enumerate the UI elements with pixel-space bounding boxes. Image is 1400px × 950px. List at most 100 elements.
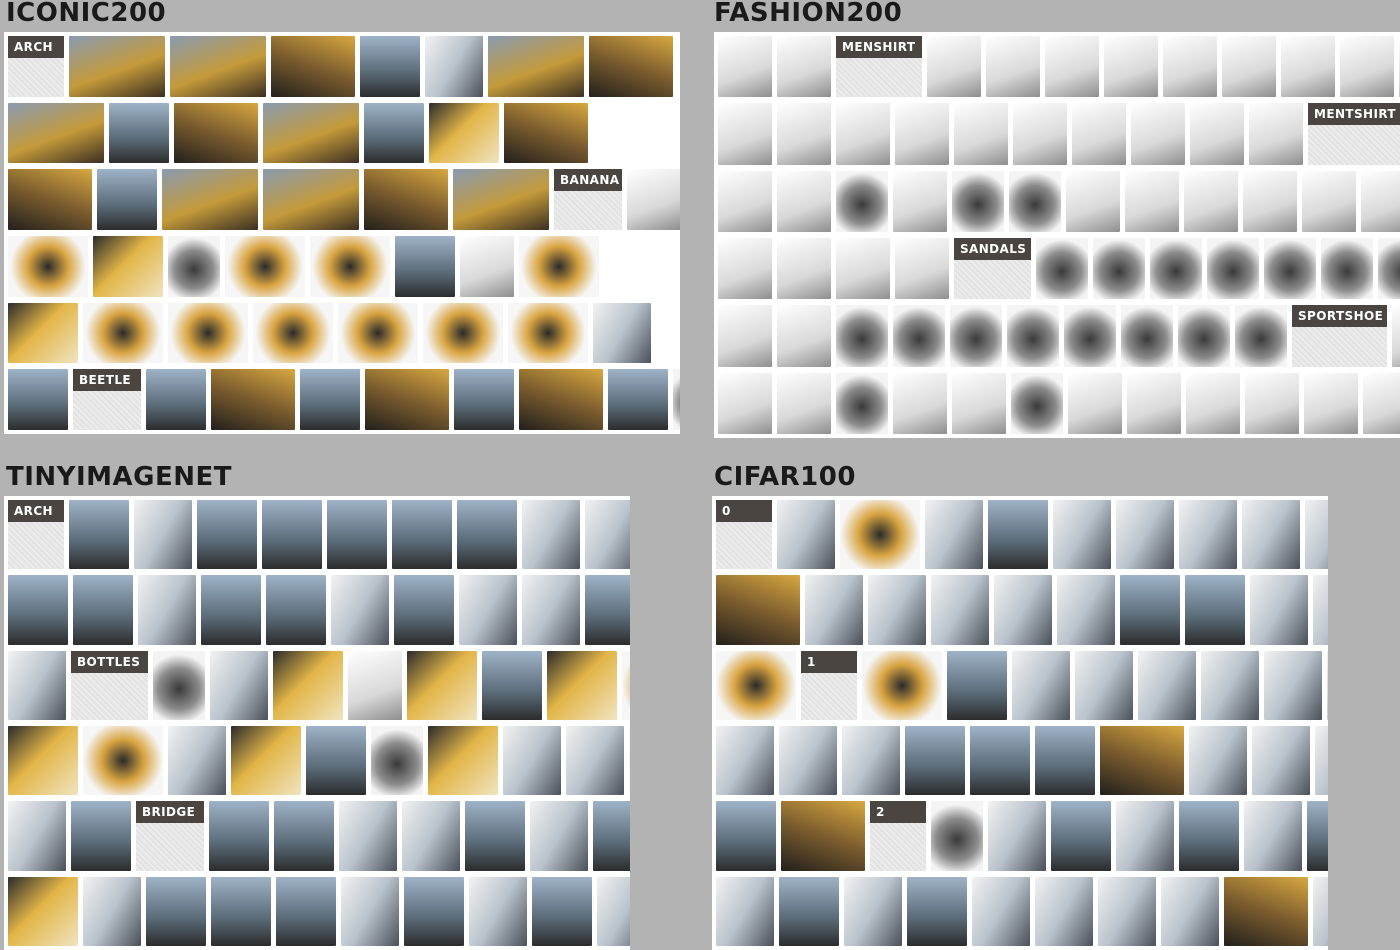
image-thumbnail [266, 575, 326, 645]
category-label-text: 2 [870, 801, 926, 824]
image-thumbnail [1098, 876, 1156, 946]
panel-title: ICONIC200 [6, 0, 167, 28]
image-thumbnail [779, 876, 839, 946]
image-thumbnail [394, 575, 454, 645]
image-thumbnail [71, 801, 131, 871]
image-thumbnail [503, 725, 561, 796]
image-thumbnail [460, 236, 514, 297]
image-thumbnail [718, 103, 772, 165]
grid-row: BEETLE [8, 369, 680, 431]
image-thumbnail [952, 372, 1006, 434]
image-thumbnail [365, 369, 449, 431]
image-thumbnail [8, 302, 78, 364]
image-thumbnail [1051, 801, 1111, 871]
image-thumbnail [1179, 801, 1239, 871]
grid-row [8, 725, 630, 796]
image-thumbnail [331, 575, 389, 645]
image-thumbnail [844, 876, 902, 946]
image-thumbnail [566, 725, 624, 796]
image-thumbnail [1235, 305, 1287, 367]
image-thumbnail [274, 801, 334, 871]
image-thumbnail [1011, 372, 1063, 434]
image-thumbnail [1321, 237, 1373, 300]
grid-row: 2 [716, 801, 1328, 871]
image-thumbnail [1315, 725, 1328, 796]
image-thumbnail [1264, 237, 1316, 300]
image-thumbnail [836, 372, 888, 434]
image-thumbnail [950, 305, 1002, 367]
image-thumbnail [893, 372, 947, 434]
image-thumbnail [986, 36, 1040, 98]
image-thumbnail [1190, 103, 1244, 165]
image-thumbnail [585, 575, 630, 645]
image-thumbnail [777, 305, 831, 367]
image-thumbnail [1100, 725, 1184, 796]
category-label: 1 [801, 650, 857, 720]
panel-title: TINYIMAGENET [6, 462, 233, 492]
category-label-text: BRIDGE [136, 801, 204, 824]
category-label-text: MENTSHIRT [1308, 103, 1400, 126]
image-thumbnail [197, 500, 257, 570]
image-thumbnail [718, 305, 772, 367]
category-label-swatch [136, 823, 204, 871]
grid-row: ARCH [8, 500, 630, 570]
image-thumbnail [718, 372, 772, 434]
image-thumbnail [134, 500, 192, 570]
image-thumbnail [931, 801, 983, 871]
image-thumbnail [716, 650, 796, 720]
image-thumbnail [69, 500, 129, 570]
image-thumbnail [777, 372, 831, 434]
image-thumbnail [519, 369, 603, 431]
image-thumbnail [339, 801, 397, 871]
image-thumbnail [1392, 305, 1400, 367]
panel-title: CIFAR100 [714, 462, 856, 492]
image-thumbnail [83, 302, 163, 364]
grid-row: BOTTLES [8, 650, 630, 720]
image-thumbnail [8, 801, 66, 871]
image-thumbnail [895, 103, 949, 165]
image-thumbnail [629, 725, 630, 796]
category-label: ARCH [8, 36, 64, 97]
image-thumbnail [8, 575, 68, 645]
category-label-text: BANANA [554, 169, 622, 192]
image-thumbnail [423, 302, 503, 364]
image-thumbnail [306, 725, 366, 796]
image-thumbnail [225, 236, 305, 297]
image-thumbnail [1340, 36, 1394, 98]
category-label: BOTTLES [71, 650, 148, 720]
image-thumbnail [1093, 237, 1145, 300]
image-thumbnail [8, 236, 88, 297]
image-thumbnail [931, 575, 989, 645]
image-thumbnail [718, 170, 772, 232]
image-thumbnail [777, 170, 831, 232]
image-thumbnail [547, 650, 617, 720]
image-thumbnail [777, 237, 831, 300]
image-thumbnail [597, 876, 630, 946]
image-thumbnail [1186, 372, 1240, 434]
image-thumbnail [1009, 170, 1061, 232]
image-thumbnail [585, 500, 630, 570]
image-thumbnail [1131, 103, 1185, 165]
image-thumbnail [1281, 36, 1335, 98]
image-thumbnail [1185, 575, 1245, 645]
image-thumbnail [174, 102, 258, 164]
image-thumbnail [530, 801, 588, 871]
grid-row: 1 [716, 650, 1328, 720]
grid-row [718, 372, 1400, 434]
image-grid: ARCH BANANA BEETLE [4, 32, 680, 434]
image-thumbnail [840, 500, 920, 570]
image-thumbnail [777, 103, 831, 165]
image-thumbnail [718, 36, 772, 98]
image-thumbnail [504, 102, 588, 164]
image-thumbnail [508, 302, 588, 364]
image-thumbnail [327, 500, 387, 570]
image-thumbnail [952, 170, 1004, 232]
image-thumbnail [970, 725, 1030, 796]
image-thumbnail [925, 500, 983, 570]
category-label-swatch [71, 672, 148, 720]
image-thumbnail [428, 725, 498, 796]
image-thumbnail [341, 876, 399, 946]
image-thumbnail [469, 876, 527, 946]
image-thumbnail [1327, 650, 1328, 720]
